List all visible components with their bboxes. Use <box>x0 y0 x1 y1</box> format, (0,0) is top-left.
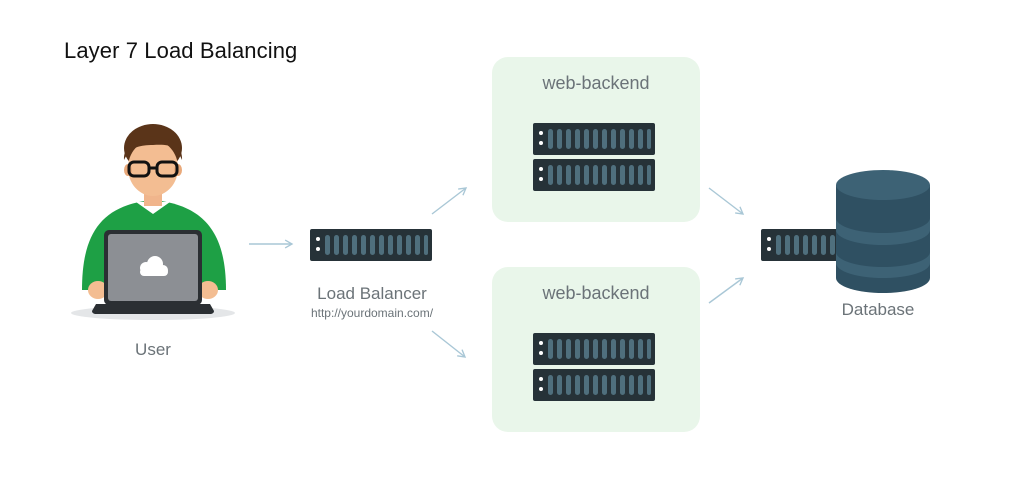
cloud-icon <box>140 256 168 276</box>
user-avatar-icon <box>71 124 235 320</box>
database-label: Database <box>841 300 915 319</box>
server-rack-icon <box>310 229 432 261</box>
backend-panel-label: web-backend <box>542 73 650 93</box>
server-rack-icon <box>533 123 655 155</box>
database-cylinder-icon <box>836 170 930 293</box>
user-label: User <box>135 340 171 359</box>
server-rack-icon <box>533 369 655 401</box>
backend-panel-label: web-backend <box>542 283 650 303</box>
arrow-icon <box>431 330 467 358</box>
server-rack-icon <box>533 333 655 365</box>
arrow-icon <box>431 187 468 215</box>
diagram-title: Layer 7 Load Balancing <box>64 38 298 63</box>
load-balancer-url: http://yourdomain.com/ <box>310 306 434 320</box>
arrow-icon <box>708 187 745 215</box>
arrow-icon <box>708 277 745 304</box>
load-balancer-label: Load Balancer <box>317 284 427 303</box>
server-rack-icon <box>533 159 655 191</box>
